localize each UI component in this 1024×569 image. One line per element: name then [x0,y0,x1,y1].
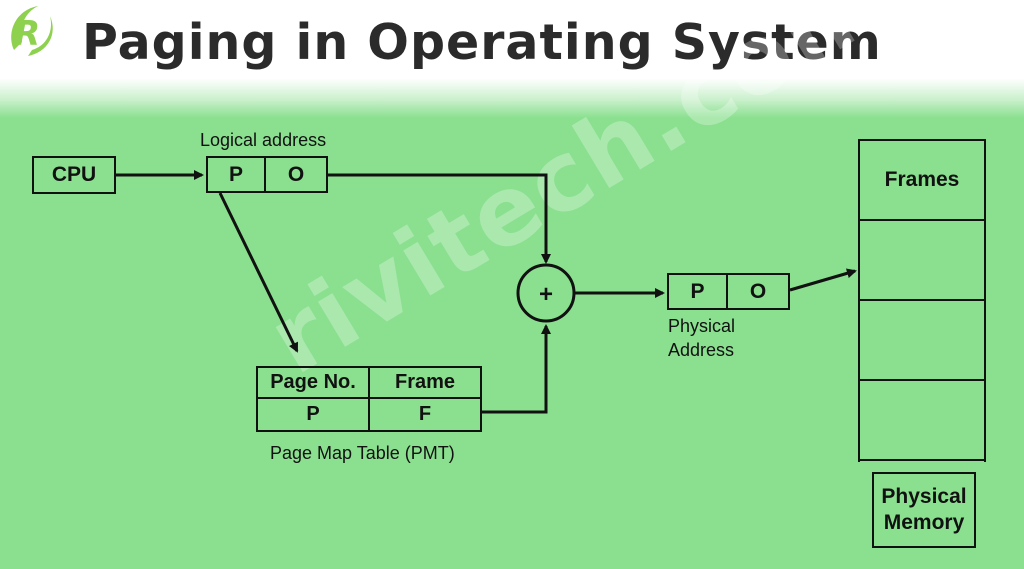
logo: R [4,2,60,62]
memory-frame-slot [860,381,984,461]
cpu-label: CPU [51,163,97,186]
memory-frames-header: Frames [860,141,984,221]
physical-memory-label-line2: Memory [883,511,965,534]
arrow-physical-to-memory [789,268,857,292]
arrow-page-to-pmt [218,192,299,353]
pmt-header-row: Page No. Frame [258,368,480,399]
pmt-cell-page: P [258,399,370,430]
physical-offset-cell: O [749,279,767,303]
physical-page-cell: P [669,275,728,308]
logo-letter: R [14,14,41,54]
logo-swoosh-icon [11,6,53,56]
memory-frame-slot [860,221,984,301]
arrow-frame-to-adder [482,324,551,414]
arrow-offset-to-adder [328,173,551,264]
adder-circle [516,263,576,323]
logical-address-box: P O [206,156,328,193]
pmt-caption: Page Map Table (PMT) [270,443,455,463]
logical-address-label: Logical address [200,130,327,150]
physical-memory-label-box: Physical Memory [872,472,976,548]
physical-address-box: P O [667,273,790,310]
physical-address-label-line1: Physical [668,316,736,336]
cpu-box: CPU [32,156,116,194]
physical-address-label-line2: Address [668,340,735,360]
logical-offset-cell: O [287,162,305,186]
pmt-data-row: P F [258,399,480,430]
title-banner [0,0,1024,118]
logical-page-cell: P [208,158,266,191]
pmt-header-frame: Frame [394,371,456,393]
pmt-header-page-no: Page No. [258,368,370,397]
page-title: Paging in Operating System [82,14,882,71]
pmt-cell-frame: F [418,403,432,425]
adder-symbol: + [539,281,553,308]
physical-memory-label-line1: Physical [881,485,967,508]
page-map-table: Page No. Frame P F [256,366,482,432]
physical-memory-stack: Frames [858,139,986,462]
memory-frame-slot [860,301,984,381]
